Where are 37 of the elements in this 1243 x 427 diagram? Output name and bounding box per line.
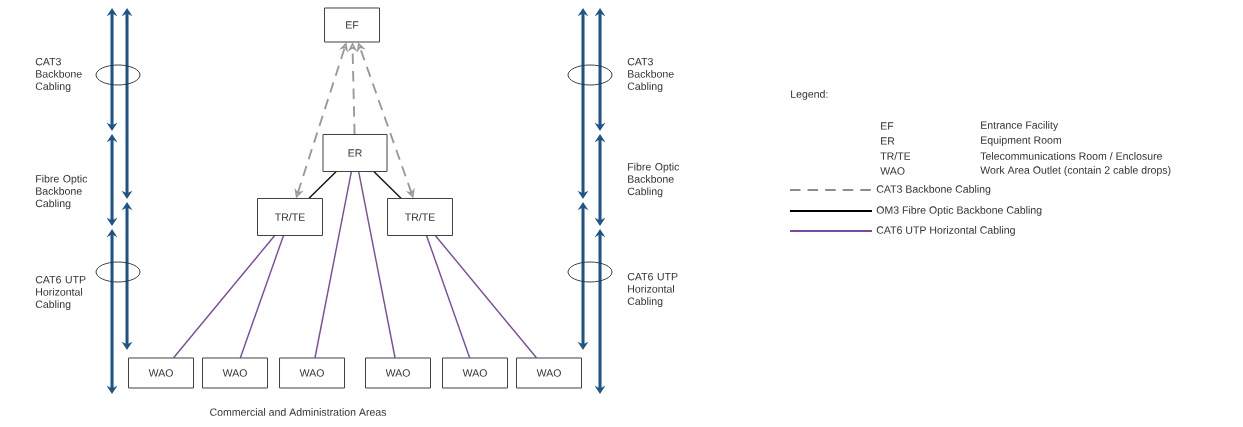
outlet-box: WAO xyxy=(365,357,431,389)
legend-description: Equipment Room xyxy=(981,136,1061,146)
cable-label: Fibre Optic Backbone Cabling xyxy=(35,174,88,210)
legend-text: CAT6 UTP Horizontal Cabling xyxy=(876,226,1015,236)
area-caption: Commercial and Administration Areas xyxy=(210,408,387,416)
cable-line xyxy=(357,171,396,359)
legend-text: OM3 Fibre Optic Backbone Cabling xyxy=(876,206,1042,216)
cable-label: CAT3 Backbone Cabling xyxy=(35,57,82,93)
cable-label: CAT6 UTP Horizontal Cabling xyxy=(627,272,678,308)
cable-line xyxy=(434,235,538,359)
legend-description: Entrance Facility xyxy=(981,121,1059,131)
legend-abbreviation: EF xyxy=(881,122,894,130)
cable-line xyxy=(425,235,471,359)
legend-text: CAT3 Backbone Cabling xyxy=(876,185,991,195)
outlet-box: WAO xyxy=(202,357,268,389)
legend-description: Telecommunications Room / Enclosure xyxy=(980,152,1162,160)
room-box: TR/TE xyxy=(257,198,323,236)
cable-line xyxy=(308,171,337,199)
outlet-box: WAO xyxy=(279,357,345,389)
legend-abbreviation: TR/TE xyxy=(880,152,911,160)
cable-line xyxy=(172,235,276,359)
legend-abbreviation: WAO xyxy=(880,167,905,175)
cable-line xyxy=(373,171,402,199)
cable-label: CAT3 Backbone Cabling xyxy=(627,57,674,93)
room-box: TR/TE xyxy=(387,198,453,236)
cable-label: CAT6 UTP Horizontal Cabling xyxy=(35,275,86,311)
cable-label: Fibre Optic Backbone Cabling xyxy=(627,162,680,198)
outlet-box: WAO xyxy=(516,357,582,389)
room-box: ER xyxy=(322,134,388,172)
cable-line xyxy=(239,235,285,359)
legend-abbreviation: ER xyxy=(881,137,895,145)
legend-title: Legend: xyxy=(791,90,828,100)
outlet-box: WAO xyxy=(442,357,508,389)
outlet-box: WAO xyxy=(128,357,194,389)
cable-line xyxy=(314,171,353,359)
legend-description: Work Area Outlet (contain 2 cable drops) xyxy=(980,166,1171,176)
facility-box: EF xyxy=(324,7,380,43)
